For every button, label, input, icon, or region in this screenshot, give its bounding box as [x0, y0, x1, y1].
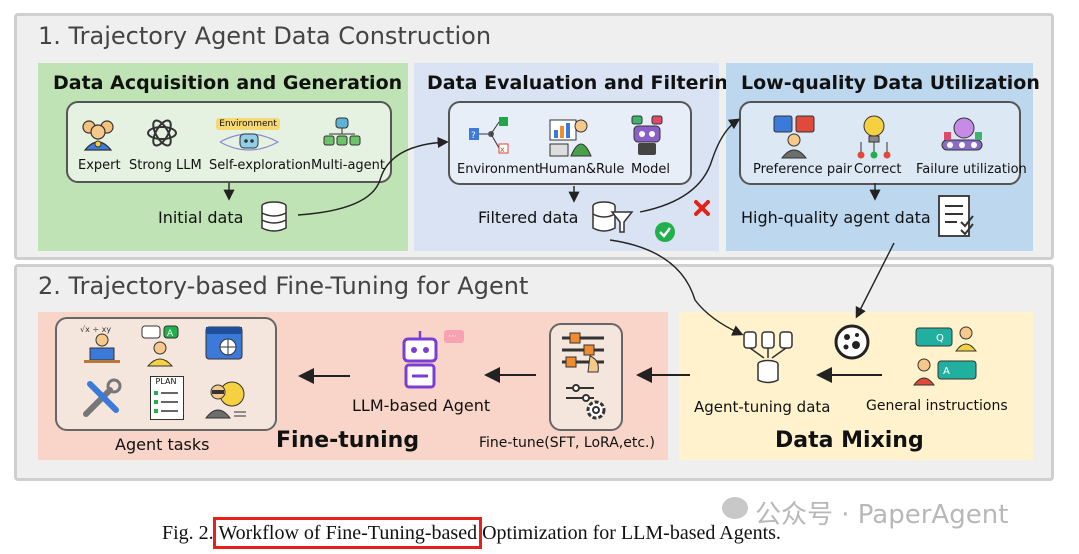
- plan-lines: [154, 391, 178, 413]
- svg-text:√x ÷ xy: √x ÷ xy: [80, 325, 111, 334]
- svg-text:Q: Q: [936, 333, 944, 344]
- section-1-title: 1. Trajectory Agent Data Construction: [38, 22, 492, 50]
- finetune-settings-box: [549, 323, 623, 431]
- general-instructions-label: General instructions: [866, 398, 1008, 414]
- caption-prefix: Fig. 2.: [162, 522, 219, 544]
- source-multi-agent: Multi-agent: [311, 158, 386, 173]
- human-rule-icon: [549, 119, 592, 157]
- sliders-hand-icon: [562, 332, 604, 373]
- util-correct: Correct: [854, 162, 902, 177]
- arrow-highquality-to-mixing: [855, 242, 895, 319]
- filter-database-icon: [592, 201, 634, 233]
- svg-text:x: x: [500, 145, 505, 154]
- fine-tuning-title: Fine-tuning: [276, 428, 420, 453]
- arrow-initial-to-evaluation: [297, 136, 449, 216]
- util-preference-pair: Preference pair: [753, 162, 852, 177]
- self-exploration-icon: [219, 133, 280, 151]
- svg-text:···: ···: [448, 332, 457, 342]
- util-failure: Failure utilization: [916, 162, 1027, 177]
- arrow-filtered-to-utilization: [639, 118, 741, 213]
- general-instructions-icon: Q A: [913, 326, 977, 386]
- chat-person-icon: A: [141, 325, 179, 367]
- caption-highlight: Workflow of Fine-Tuning-based: [213, 517, 483, 549]
- eval-model: Model: [631, 162, 671, 177]
- high-quality-data-label: High-quality agent data: [741, 208, 931, 227]
- svg-text:?: ?: [471, 131, 476, 141]
- watermark: 公众号 · PaperAgent: [755, 500, 1009, 530]
- plan-tag: PLAN: [155, 377, 177, 386]
- evaluation-title: Data Evaluation and Filtering: [427, 72, 742, 94]
- document-check-icon: [938, 195, 974, 237]
- source-expert: Expert: [78, 158, 121, 173]
- source-strong-llm: Strong LLM: [129, 158, 202, 173]
- figure-caption: Fig. 2. Workflow of Fine-Tuning-based Op…: [162, 517, 781, 549]
- agent-tasks-label: Agent tasks: [115, 435, 210, 454]
- settings-gear-icon: [566, 384, 606, 420]
- eval-human-rule: Human&Rule: [539, 162, 625, 177]
- finetune-method-label: Fine-tune(SFT, LoRA,etc.): [479, 435, 655, 451]
- agent-tuning-data-label: Agent-tuning data: [694, 398, 831, 416]
- multi-agent-icon: [323, 117, 361, 146]
- acquisition-title: Data Acquisition and Generation: [53, 72, 403, 94]
- robot-agent-icon: ···: [402, 330, 464, 389]
- caption-suffix: Optimization for LLM-based Agents.: [477, 522, 781, 544]
- svg-text:A: A: [167, 329, 174, 339]
- tools-repair-icon: [83, 378, 122, 417]
- eval-environment: Environment: [457, 162, 541, 177]
- utilization-title: Low-quality Data Utilization: [741, 72, 1040, 94]
- correct-icon: [857, 115, 891, 159]
- failure-utilization-icon: [941, 117, 983, 151]
- preference-pair-icon: [773, 115, 815, 159]
- initial-data-label: Initial data: [158, 208, 244, 227]
- source-self-exploration: Self-exploration: [209, 158, 311, 173]
- cross-icon: [694, 200, 710, 216]
- model-eval-icon: [631, 115, 663, 155]
- filtered-data-label: Filtered data: [478, 208, 579, 227]
- llm-agent-label: LLM-based Agent: [352, 396, 491, 415]
- section-2-title: 2. Trajectory-based Fine-Tuning for Agen…: [38, 272, 529, 300]
- web-browser-icon: [205, 326, 243, 360]
- coder-person-icon: [204, 381, 246, 419]
- expert-icon: [82, 120, 114, 151]
- environment-tag: Environment: [216, 118, 280, 130]
- svg-text:A: A: [943, 366, 950, 377]
- wechat-icon: [722, 497, 748, 519]
- merge-data-icon: [743, 331, 793, 384]
- math-student-icon: √x ÷ xy: [80, 325, 120, 363]
- strong-llm-icon: [147, 119, 177, 147]
- data-mixing-title: Data Mixing: [775, 428, 924, 453]
- mixing-bowl-icon: [834, 324, 870, 360]
- arrow-filtered-to-mixing: [609, 239, 744, 336]
- database-icon-initial: [261, 201, 287, 232]
- check-icon: [655, 222, 675, 242]
- environment-eval-icon: ? x: [469, 117, 509, 154]
